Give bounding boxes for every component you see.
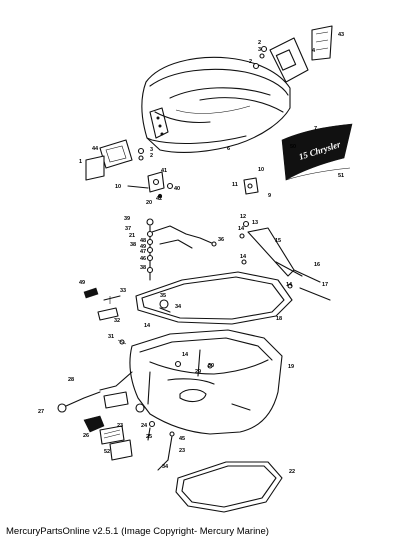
callout-14: 14 [240, 254, 247, 260]
callout-31: 31 [108, 334, 114, 340]
callout-9: 9 [268, 193, 271, 199]
callout-3: 3 [258, 47, 261, 53]
callout-46: 46 [140, 256, 146, 262]
callout-38: 38 [130, 242, 136, 248]
callout-13: 13 [252, 220, 258, 226]
callout-10: 10 [115, 184, 121, 190]
image-caption: MercuryPartsOnline v2.5.1 (Image Copyrig… [6, 526, 269, 537]
callout-50: 50 [290, 144, 296, 150]
callout-30: 30 [208, 363, 214, 369]
callout-14: 14 [286, 282, 293, 288]
lever-45 [157, 431, 175, 471]
callout-11: 11 [232, 182, 238, 188]
callout-44: 44 [92, 146, 99, 152]
callout-24: 24 [141, 423, 148, 429]
seal-18 [135, 271, 293, 325]
callout-23: 23 [117, 423, 123, 429]
callout-25: 25 [146, 434, 152, 440]
callout-52: 52 [104, 449, 110, 455]
throttle-arm [239, 220, 331, 301]
callout-43: 43 [338, 32, 344, 38]
callout-51: 51 [338, 173, 344, 179]
callout-35: 35 [160, 293, 166, 299]
front-latch [85, 139, 145, 181]
callout-48: 48 [140, 238, 146, 244]
callout-3: 3 [150, 147, 153, 153]
small-parts-left [83, 287, 171, 321]
callout-49: 49 [79, 280, 85, 286]
callout-19: 19 [288, 364, 294, 370]
callout-27: 27 [38, 409, 44, 415]
callout-29: 29 [195, 369, 201, 375]
callout-20: 20 [146, 200, 152, 206]
chrysler-decal: 15 Chrysler [281, 123, 353, 181]
side-knob [57, 339, 133, 413]
callout-2: 2 [258, 40, 261, 46]
callout-41: 41 [161, 168, 167, 174]
callout-28: 28 [68, 377, 74, 383]
clip-9 [243, 177, 259, 195]
callout-33: 33 [120, 288, 126, 294]
callout-47: 47 [140, 249, 146, 255]
callout-10: 10 [258, 167, 264, 173]
rear-bracket [252, 25, 333, 83]
callout-42: 42 [156, 196, 162, 202]
callout-23: 23 [179, 448, 185, 454]
callout-17: 17 [322, 282, 328, 288]
callout-45: 45 [179, 436, 185, 442]
callout-37: 37 [125, 226, 131, 232]
callout-16: 16 [314, 262, 320, 268]
callout-14: 14 [144, 323, 151, 329]
callout-14: 14 [182, 352, 189, 358]
cowl-pads [83, 391, 156, 461]
callout-26: 26 [83, 433, 89, 439]
callout-2: 2 [249, 59, 252, 65]
parts-diagram: 15 Chrysler [38, 25, 353, 513]
callout-49: 49 [140, 244, 146, 250]
top-cowl [141, 56, 291, 153]
latch-lever [127, 171, 174, 199]
callout-6: 6 [227, 146, 230, 152]
callout-18: 18 [276, 316, 282, 322]
callout-39: 39 [124, 216, 130, 222]
callout-15: 15 [275, 238, 281, 244]
callout-7: 7 [314, 126, 317, 132]
callout-32: 32 [114, 318, 120, 324]
bottom-cowl [129, 329, 283, 435]
callout-2: 2 [150, 153, 153, 159]
callout-14: 14 [238, 226, 245, 232]
callout-34: 34 [162, 464, 169, 470]
callout-21: 21 [129, 233, 135, 239]
callout-22: 22 [289, 469, 295, 475]
callout-4: 4 [312, 48, 316, 54]
callout-34: 34 [175, 304, 182, 310]
callout-12: 12 [240, 214, 246, 220]
seal-22 [175, 461, 283, 513]
callout-38: 38 [140, 265, 146, 271]
choke-linkage [146, 218, 217, 281]
callout-1: 1 [79, 159, 82, 165]
callout-40: 40 [174, 186, 180, 192]
callout-36: 36 [218, 237, 224, 243]
